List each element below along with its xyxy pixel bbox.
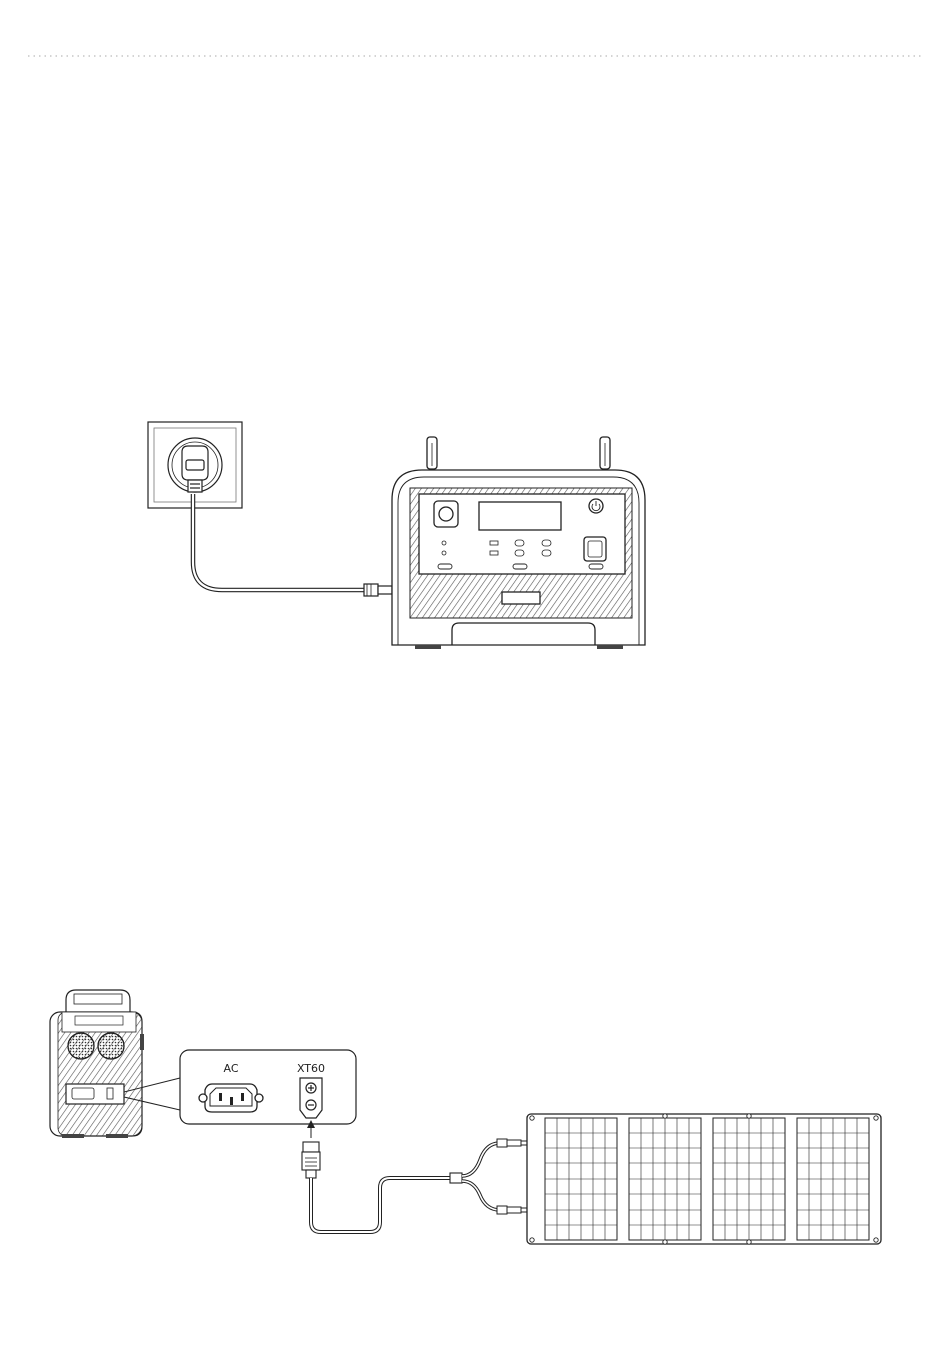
xt60-to-mc4-cable-icon	[302, 1139, 544, 1232]
power-station-rear-icon	[50, 990, 144, 1138]
ac-inlet-icon	[199, 1084, 263, 1112]
xt60-port-icon	[300, 1078, 322, 1118]
ac-port-label: AC	[223, 1062, 238, 1075]
foldable-solar-panel-icon	[527, 1114, 881, 1244]
xt60-port-label: XT60	[297, 1062, 325, 1075]
power-station-front-icon	[392, 437, 645, 649]
ac-cable-icon	[193, 494, 392, 596]
